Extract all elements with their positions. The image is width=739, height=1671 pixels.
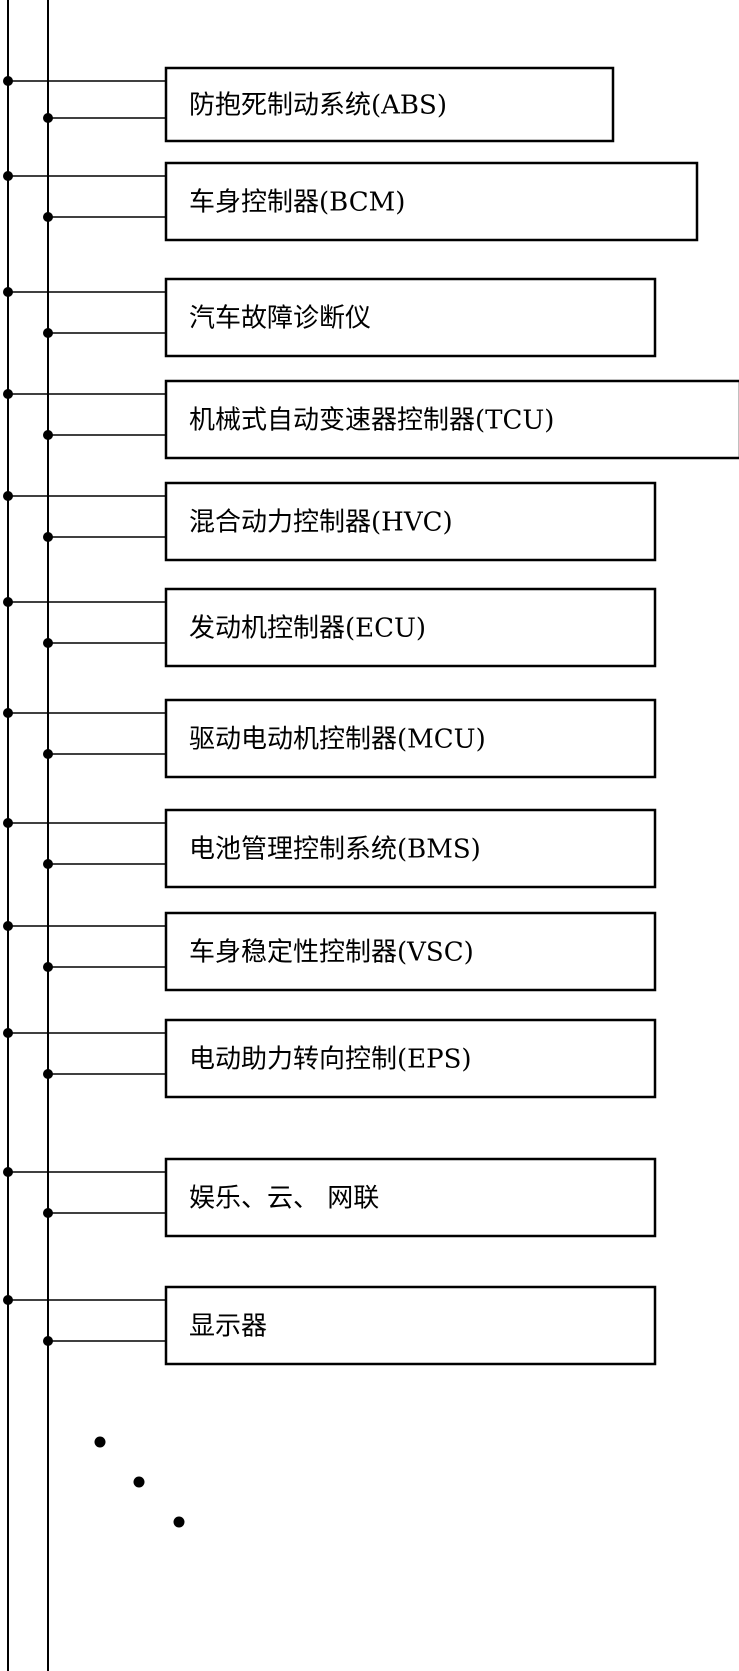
junction-dot-high: [3, 491, 13, 501]
junction-dot-low: [43, 859, 53, 869]
node-bms: 电池管理控制系统(BMS): [3, 808, 657, 889]
node-mcu: 驱动电动机控制器(MCU): [3, 698, 657, 779]
junction-dot-low: [43, 532, 53, 542]
junction-dot-low: [43, 962, 53, 972]
junction-dot-low: [43, 1336, 53, 1346]
junction-dot-low: [43, 212, 53, 222]
junction-dot-high: [3, 171, 13, 181]
continuation-dot: [173, 1516, 185, 1528]
node-diag: 汽车故障诊断仪: [3, 277, 657, 358]
junction-dot-high: [3, 818, 13, 828]
junction-dot-high: [3, 287, 13, 297]
node-list: 防抱死制动系统(ABS) 车身控制器(BCM) 汽车故障诊断仪机械式自动变速器控制器…: [3, 66, 739, 1366]
junction-dot-high: [3, 389, 13, 399]
junction-dot-high: [3, 921, 13, 931]
node-label: 车身控制器(BCM): [189, 188, 405, 218]
node-abs: 防抱死制动系统(ABS): [3, 66, 615, 143]
junction-dot-low: [43, 1208, 53, 1218]
node-box: [164, 161, 699, 242]
junction-dot-high: [3, 76, 13, 86]
junction-dot-high: [3, 1295, 13, 1305]
node-label: 驱动电动机控制器(MCU): [189, 725, 486, 755]
node-box: [164, 808, 657, 889]
node-label: 显示器: [189, 1312, 267, 1342]
node-label: 发动机控制器(ECU): [189, 614, 426, 644]
node-label: 混合动力控制器(HVC): [189, 508, 453, 538]
node-label: 防抱死制动系统(ABS): [189, 91, 447, 121]
continuation-dots: [94, 1436, 185, 1528]
node-label: 汽车故障诊断仪: [189, 304, 371, 334]
node-bcm: 车身控制器(BCM): [3, 161, 699, 242]
junction-dot-low: [43, 638, 53, 648]
junction-dot-low: [43, 113, 53, 123]
node-box: [164, 1157, 657, 1238]
node-box: [164, 587, 657, 668]
junction-dot-low: [43, 430, 53, 440]
node-label: 机械式自动变速器控制器(TCU): [189, 406, 554, 436]
continuation-dot: [133, 1476, 145, 1488]
junction-dot-low: [43, 1069, 53, 1079]
node-box: [164, 698, 657, 779]
node-box: [164, 481, 657, 562]
junction-dot-low: [43, 328, 53, 338]
node-box: [164, 911, 657, 992]
node-label: 车身稳定性控制器(VSC): [189, 938, 474, 968]
junction-dot-high: [3, 1028, 13, 1038]
node-hvc: 混合动力控制器(HVC): [3, 481, 657, 562]
node-disp: 显示器: [3, 1285, 657, 1366]
junction-dot-high: [3, 708, 13, 718]
node-eps: 电动助力转向控制(EPS): [3, 1018, 657, 1099]
node-ent: 娱乐、云、 网联: [3, 1157, 657, 1238]
junction-dot-high: [3, 597, 13, 607]
node-vsc: 车身稳定性控制器(VSC): [3, 911, 657, 992]
junction-dot-low: [43, 749, 53, 759]
node-box: [164, 379, 739, 460]
node-box: [164, 66, 615, 143]
node-box: [164, 277, 657, 358]
node-box: [164, 1018, 657, 1099]
node-ecu: 发动机控制器(ECU): [3, 587, 657, 668]
node-label: 电池管理控制系统(BMS): [189, 835, 481, 865]
continuation-dot: [94, 1436, 106, 1448]
node-label: 电动助力转向控制(EPS): [189, 1045, 472, 1075]
node-box: [164, 1285, 657, 1366]
junction-dot-high: [3, 1167, 13, 1177]
node-label: 娱乐、云、 网联: [189, 1184, 379, 1214]
node-tcu: 机械式自动变速器控制器(TCU): [3, 379, 739, 460]
